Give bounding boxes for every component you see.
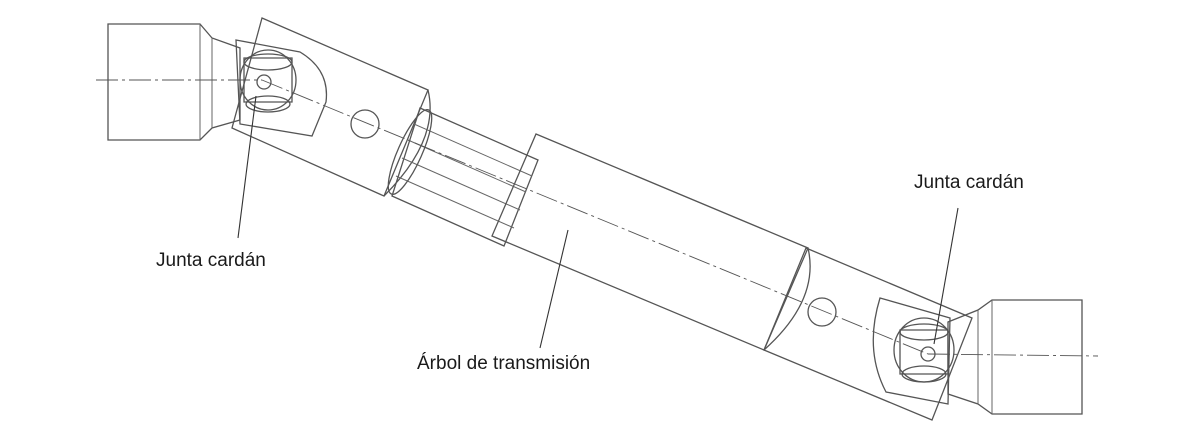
right-end-yoke: [947, 299, 1083, 415]
main-tube: [491, 133, 811, 351]
splined-shaft: [387, 107, 539, 247]
label-right-joint: Junta cardán: [914, 172, 1024, 193]
right-cardan-joint: [872, 297, 955, 405]
left-end-yoke: [107, 23, 241, 141]
label-shaft: Árbol de transmisión: [417, 353, 590, 374]
label-left-joint: Junta cardán: [156, 250, 266, 271]
right-sleeve: [763, 247, 973, 421]
center-axes: [96, 79, 1099, 357]
leader-shaft: [539, 229, 569, 349]
leader-right-joint: [933, 207, 959, 345]
leader-left-joint: [237, 95, 257, 239]
